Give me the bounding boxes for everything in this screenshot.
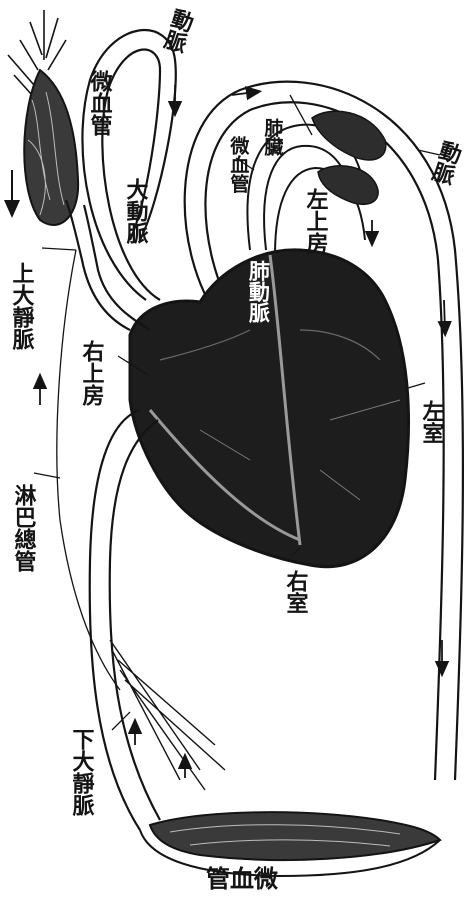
- label-capillary-bottom: 管血微: [206, 867, 278, 891]
- bottom-capillary-bed: [140, 812, 440, 876]
- label-superior-vena-cava: 上大靜脈: [10, 262, 32, 350]
- upper-capillary-bed: [24, 70, 78, 225]
- label-left-ventricle: 左室: [420, 400, 442, 444]
- label-inferior-vena-cava: 下大靜脈: [70, 728, 92, 816]
- label-right-atrium: 右上房: [80, 340, 102, 406]
- label-pulmonary-artery: 肺動脈: [248, 260, 269, 323]
- label-left-atrium: 左上房: [304, 188, 326, 254]
- label-lymph-duct: 淋巴總管: [12, 484, 34, 572]
- label-capillary-upper: 微血管: [88, 70, 110, 136]
- label-right-ventricle: 右室: [284, 570, 306, 614]
- label-aorta: 大動脈: [124, 178, 146, 244]
- label-capillary-lung: 微血管: [228, 136, 247, 193]
- label-lung: 肺臟: [262, 118, 281, 156]
